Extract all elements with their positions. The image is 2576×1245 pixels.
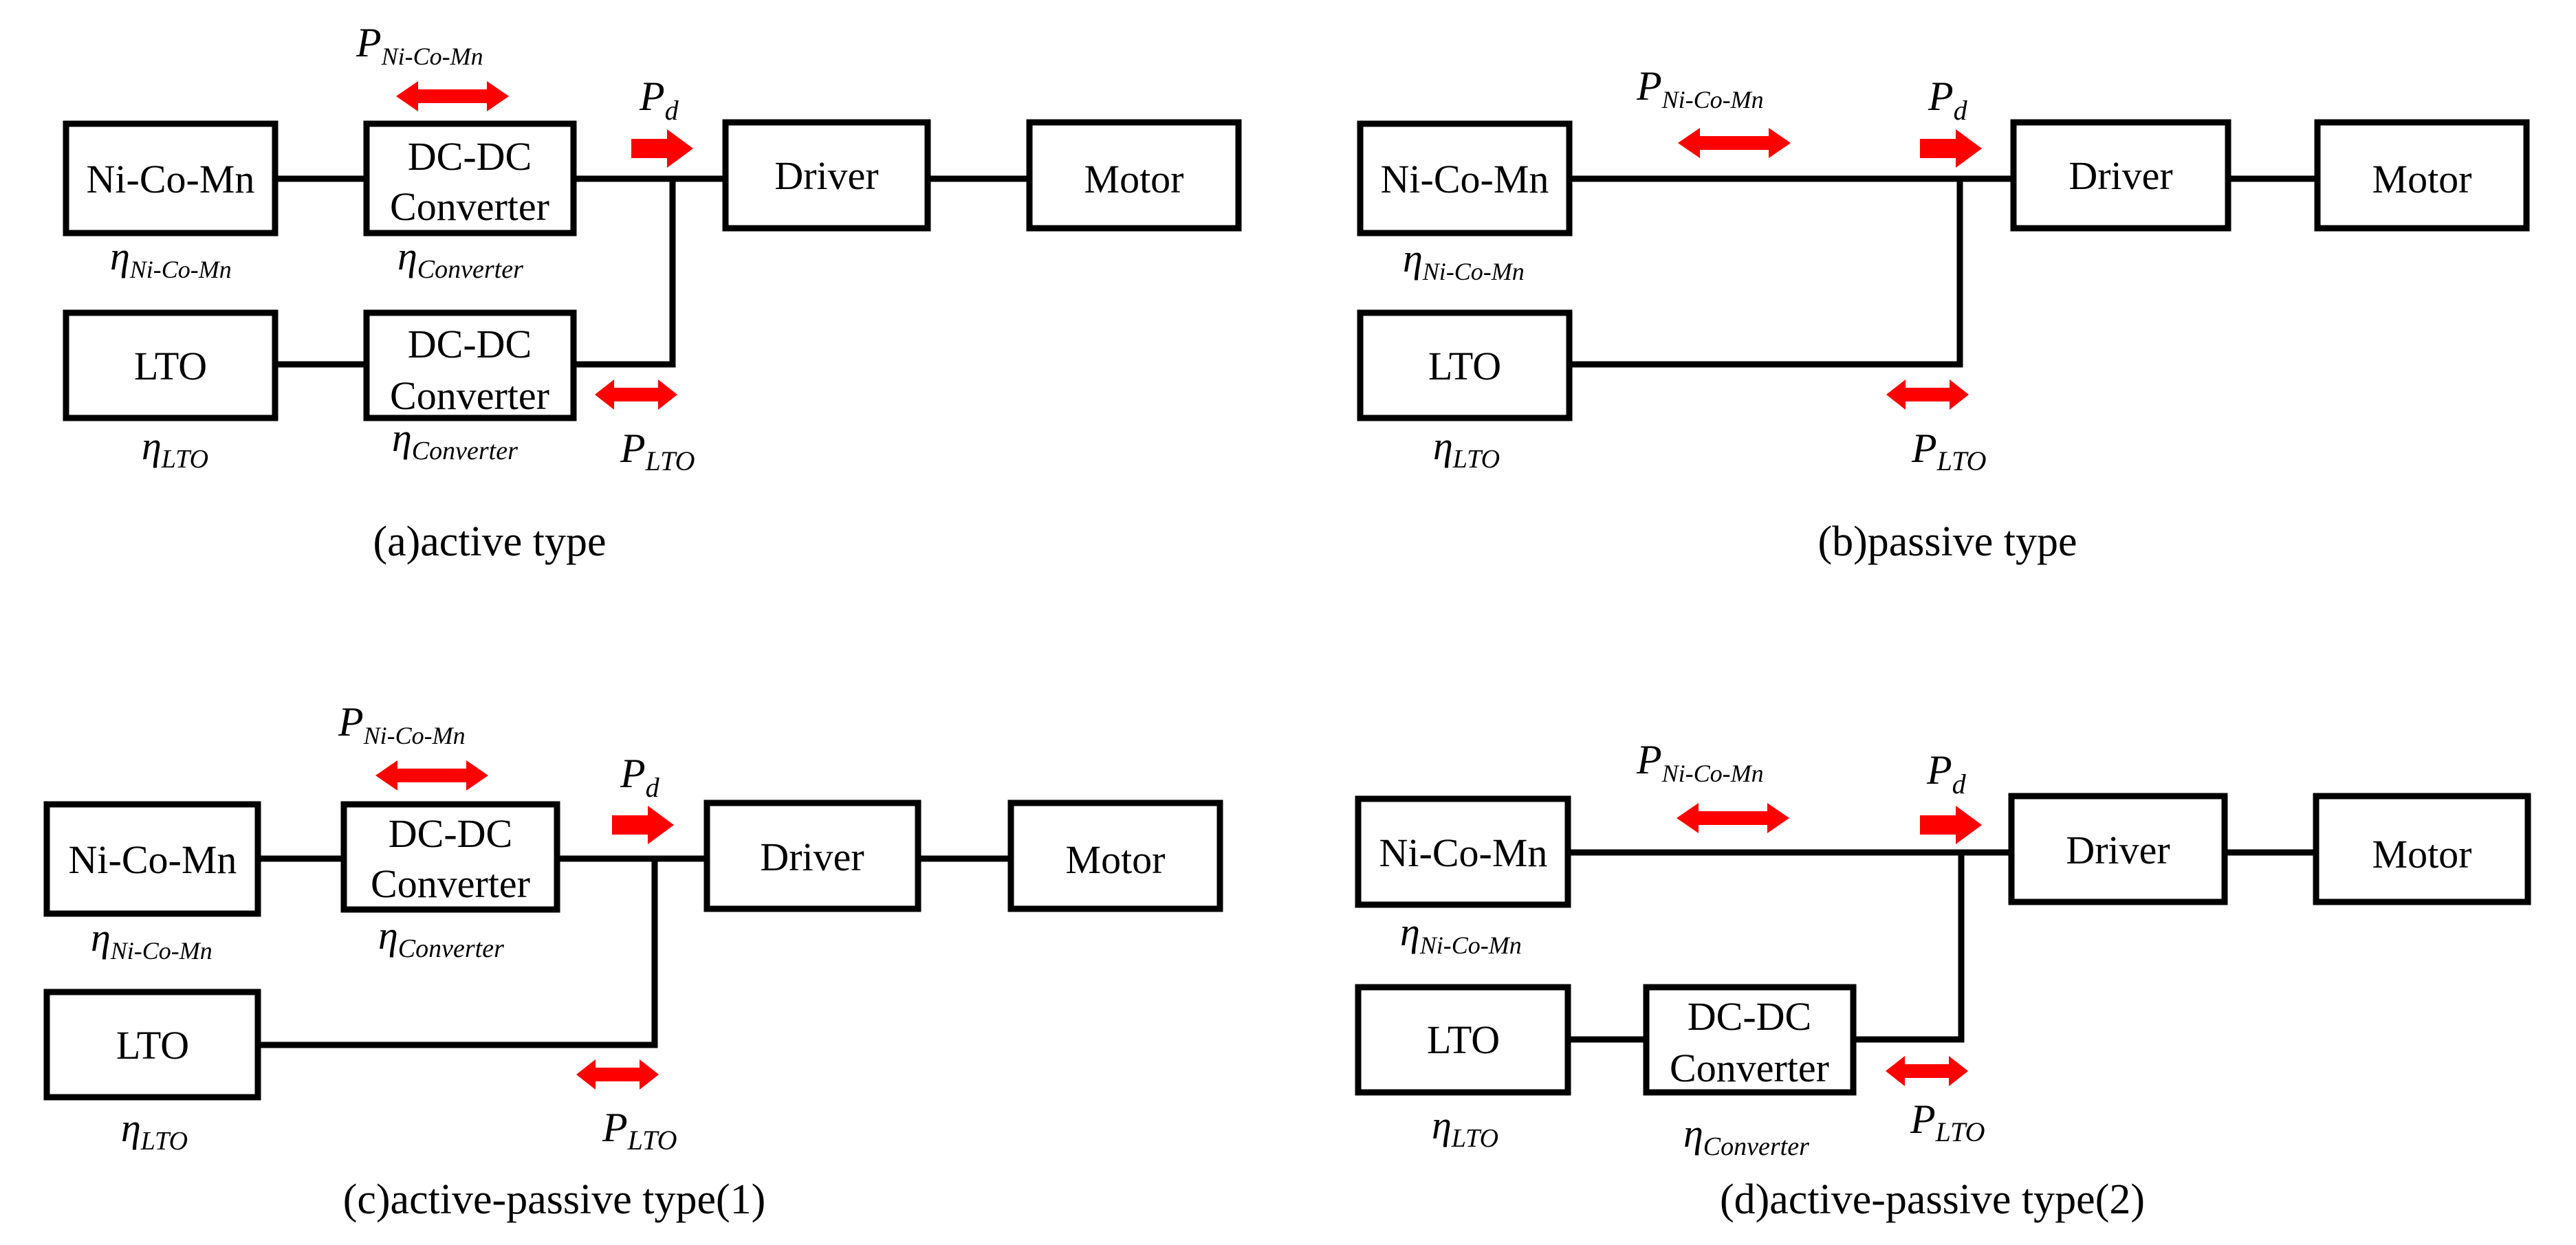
dcdc-converter-box: DC-DC Converter xyxy=(363,120,577,236)
dcdc-label: DC-DC xyxy=(389,811,512,856)
driver-label: Driver xyxy=(2069,153,2172,198)
motor-label: Motor xyxy=(1084,157,1184,201)
p-ncm-symbol: PNi-Co-Mn xyxy=(356,20,483,70)
caption-a: (a)active type xyxy=(373,518,606,565)
ncm-battery-box: Ni-Co-Mn xyxy=(63,120,279,236)
p-lto-symbol: PLTO xyxy=(1910,1097,1985,1147)
demand-power-arrow xyxy=(1920,806,1982,844)
ncm-battery-box: Ni-Co-Mn xyxy=(43,801,261,917)
dcdc-converter-box: DC-DC Converter xyxy=(340,801,560,913)
lto-battery-label: LTO xyxy=(116,1023,189,1068)
caption-d: (d)active-passive type(2) xyxy=(1720,1176,2145,1223)
motor-label: Motor xyxy=(2372,832,2472,877)
ncm-battery-label: Ni-Co-Mn xyxy=(87,157,255,201)
wire-lto-to-bus xyxy=(254,855,658,1048)
lto-battery-label: LTO xyxy=(134,344,207,388)
pd-symbol: Pd xyxy=(1926,747,1967,800)
ncm-battery-label: Ni-Co-Mn xyxy=(1381,157,1549,201)
ncm-battery-label: Ni-Co-Mn xyxy=(69,837,237,882)
p-ncm-symbol: PNi-Co-Mn xyxy=(1636,737,1764,787)
converter-label: Converter xyxy=(390,184,549,229)
demand-power-arrow xyxy=(612,806,674,844)
ncm-power-arrow xyxy=(375,760,488,791)
driver-box: Driver xyxy=(2008,793,2228,905)
eta-ncm-symbol: ηNi-Co-Mn xyxy=(110,234,232,283)
p-ncm-symbol: PNi-Co-Mn xyxy=(338,699,466,749)
lto-battery-box: LTO xyxy=(1357,309,1573,421)
ncm-power-arrow xyxy=(1678,128,1791,158)
dcdc-converter-box: DC-DC Converter xyxy=(363,309,577,421)
ncm-battery-box: Ni-Co-Mn xyxy=(1357,120,1573,236)
motor-box: Motor xyxy=(2313,793,2531,905)
motor-label: Motor xyxy=(2372,157,2472,201)
dcdc-label: DC-DC xyxy=(408,134,532,179)
panel-b-passive-type: Ni-Co-Mn LTO Driver Motor PNi-Co-Mn Pd P… xyxy=(1357,63,2530,565)
driver-label: Driver xyxy=(774,153,878,198)
motor-box: Motor xyxy=(1007,800,1223,912)
dcdc-converter-box: DC-DC Converter xyxy=(1643,984,1857,1096)
demand-power-arrow xyxy=(1920,129,1982,168)
lto-power-arrow xyxy=(1886,1056,1968,1086)
motor-label: Motor xyxy=(1066,837,1166,882)
driver-box: Driver xyxy=(703,800,921,912)
p-lto-symbol: PLTO xyxy=(602,1105,677,1156)
eta-lto-symbol: ηLTO xyxy=(1433,423,1500,474)
converter-label: Converter xyxy=(371,861,530,906)
eta-lto-symbol: ηLTO xyxy=(121,1105,188,1156)
p-ncm-symbol: PNi-Co-Mn xyxy=(1636,63,1764,113)
lto-power-arrow xyxy=(1886,379,1969,410)
caption-b: (b)passive type xyxy=(1818,518,2077,565)
eta-ncm-symbol: ηNi-Co-Mn xyxy=(91,915,212,965)
lto-battery-label: LTO xyxy=(1427,1017,1500,1062)
eta-converter-symbol: ηConverter xyxy=(378,913,504,963)
wire-lto-converter-to-bus xyxy=(570,175,676,368)
wire-lto-to-bus xyxy=(1566,175,1963,368)
pd-symbol: Pd xyxy=(639,74,679,126)
eta-ncm-symbol: ηNi-Co-Mn xyxy=(1403,236,1525,285)
motor-box: Motor xyxy=(2314,119,2530,232)
dcdc-label: DC-DC xyxy=(408,322,532,366)
converter-label: Converter xyxy=(390,373,549,418)
eta-ncm-symbol: ηNi-Co-Mn xyxy=(1400,910,1522,959)
eta-converter-symbol: ηConverter xyxy=(1683,1111,1809,1161)
ncm-battery-label: Ni-Co-Mn xyxy=(1379,830,1548,875)
wire-converter-to-bus xyxy=(1850,849,1965,1043)
p-lto-symbol: PLTO xyxy=(1911,426,1987,476)
driver-box: Driver xyxy=(2010,119,2231,232)
eta-converter-symbol: ηConverter xyxy=(392,415,518,465)
dcdc-label: DC-DC xyxy=(1688,994,1811,1039)
lto-battery-box: LTO xyxy=(1355,984,1571,1096)
driver-label: Driver xyxy=(2066,828,2170,872)
panel-d-active-passive-type-2: Ni-Co-Mn LTO DC-DC Converter Driver Moto… xyxy=(1355,737,2531,1223)
lto-battery-label: LTO xyxy=(1428,344,1501,388)
ncm-battery-box: Ni-Co-Mn xyxy=(1355,795,1571,908)
converter-label: Converter xyxy=(1670,1046,1829,1090)
eta-lto-symbol: ηLTO xyxy=(1432,1103,1498,1153)
demand-power-arrow xyxy=(631,129,693,168)
ncm-power-arrow xyxy=(1677,803,1789,833)
p-lto-symbol: PLTO xyxy=(620,426,695,476)
motor-box: Motor xyxy=(1026,119,1242,232)
ncm-power-arrow xyxy=(396,81,509,111)
driver-label: Driver xyxy=(760,835,864,879)
panel-a-active-type: Ni-Co-Mn DC-DC Converter LTO DC-DC Conve… xyxy=(63,20,1242,565)
caption-c: (c)active-passive type(1) xyxy=(343,1176,766,1223)
driver-box: Driver xyxy=(722,119,931,232)
lto-battery-box: LTO xyxy=(43,989,261,1101)
panel-c-active-passive-type-1: Ni-Co-Mn DC-DC Converter LTO Driver Moto… xyxy=(43,699,1223,1223)
eta-converter-symbol: ηConverter xyxy=(397,234,523,284)
pd-symbol: Pd xyxy=(620,751,660,803)
lto-power-arrow xyxy=(595,379,677,410)
lto-power-arrow xyxy=(576,1059,659,1090)
eta-lto-symbol: ηLTO xyxy=(142,423,208,474)
lto-battery-box: LTO xyxy=(63,309,279,421)
pd-symbol: Pd xyxy=(1928,74,1968,126)
